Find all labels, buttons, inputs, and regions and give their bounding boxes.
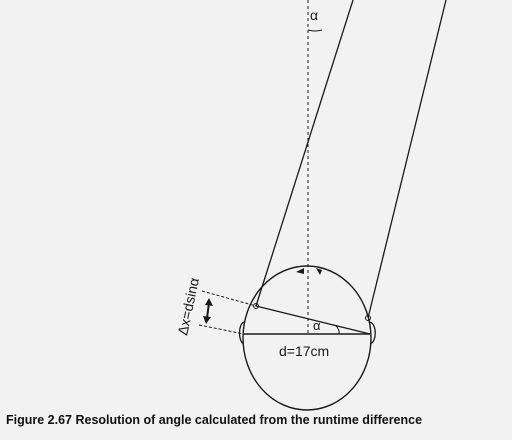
angle-arc-top <box>307 29 323 32</box>
sound-ray-right <box>367 0 447 319</box>
ear-point-right <box>365 315 371 321</box>
angle-label-top: α <box>310 7 318 23</box>
sound-ray-left <box>255 0 354 307</box>
angle-arc-head <box>335 325 340 335</box>
figure-caption: Figure 2.67 Resolution of angle calculat… <box>6 413 423 427</box>
path-difference-line <box>255 305 371 335</box>
delta-arrow-shaft <box>206 302 210 319</box>
head-marker-right <box>316 268 322 275</box>
delta-arrow-head-bottom <box>203 316 211 324</box>
distance-label: d=17cm <box>279 343 329 359</box>
head-outline <box>242 265 372 411</box>
delta-arrow-head-top <box>205 298 213 306</box>
delta-dim-line-top <box>201 290 257 307</box>
right-ear <box>369 321 376 345</box>
angle-label-head: α <box>313 318 321 333</box>
delta-label: Δx=dsinα <box>174 276 202 336</box>
delta-dim-line-bottom <box>198 324 245 335</box>
head-marker-left <box>296 268 304 274</box>
